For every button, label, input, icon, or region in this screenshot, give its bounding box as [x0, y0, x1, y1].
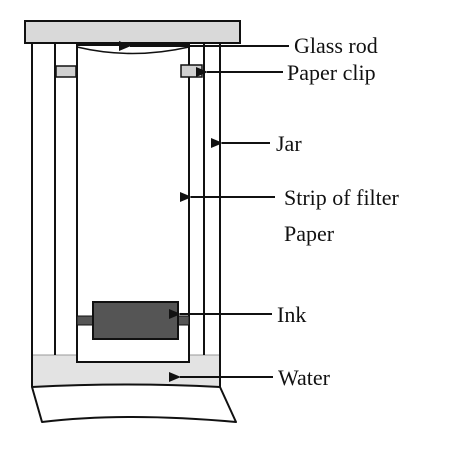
water-label: Water [278, 365, 331, 390]
ink-spot [92, 301, 179, 340]
paper-clip-label: Paper clip [287, 60, 376, 85]
filter-paper-label-line2: Paper [284, 221, 335, 246]
paper-clip-left [55, 65, 77, 78]
ink-label: Ink [277, 302, 306, 327]
glass-rod [24, 20, 241, 44]
paper-fold [76, 46, 190, 55]
jar-label: Jar [276, 131, 302, 156]
filter-paper-label-line1: Strip of filter [284, 185, 400, 210]
jar-base [31, 383, 237, 423]
glass-rod-label: Glass rod [294, 33, 378, 58]
paper-clip-right [180, 64, 203, 78]
